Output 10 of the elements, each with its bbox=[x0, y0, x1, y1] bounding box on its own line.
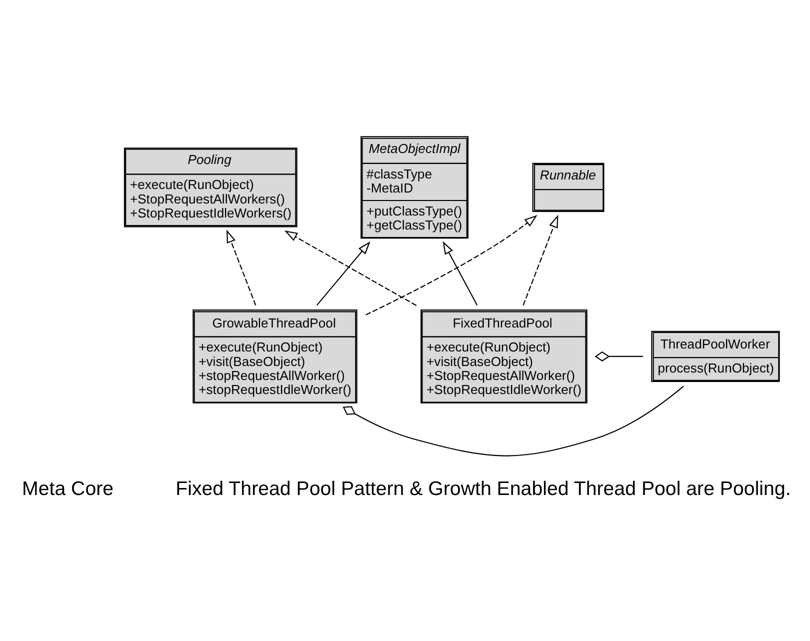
arrow bbox=[522, 214, 558, 305]
connector bbox=[342, 385, 684, 456]
label: Fixed Thread Pool Pattern & Growth Enabled Thread Pool are Pooling. bbox=[176, 477, 791, 500]
arrow bbox=[284, 230, 417, 306]
arrow bbox=[226, 229, 256, 305]
connector bbox=[594, 350, 643, 361]
arrow bbox=[442, 240, 478, 306]
arrow bbox=[366, 214, 538, 315]
label: Meta Core bbox=[22, 477, 114, 500]
arrow bbox=[316, 240, 370, 306]
